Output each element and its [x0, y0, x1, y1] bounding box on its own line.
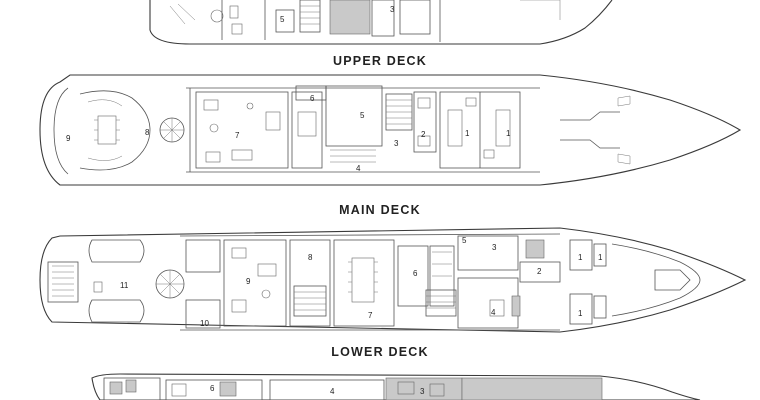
room-number: 8 — [145, 128, 150, 137]
upper-deck-plan: 9 8 7 6 5 2 3 1 1 4 — [39, 74, 742, 186]
room-number: 9 — [246, 277, 251, 286]
room-number: 6 — [413, 269, 418, 278]
room-number: 1 — [465, 129, 470, 138]
room-number: 5 — [280, 15, 285, 24]
upper-deck-label: UPPER DECK — [333, 54, 427, 68]
room-number: 5 — [462, 236, 467, 245]
room-number: 1 — [578, 309, 583, 318]
lower-deck-label: LOWER DECK — [331, 345, 429, 359]
room-number: 4 — [330, 387, 335, 396]
room-number: 7 — [235, 131, 240, 140]
room-number: 9 — [66, 134, 71, 143]
main-deck-plan: 11 9 10 8 7 6 5 3 2 1 4 1 1 — [39, 227, 747, 333]
room-number: 10 — [200, 319, 209, 328]
main-deck-label: MAIN DECK — [339, 203, 421, 217]
room-number: 8 — [308, 253, 313, 262]
room-number: 7 — [368, 311, 373, 320]
lower-deck-plan: 6 4 3 — [91, 373, 701, 400]
room-number: 3 — [390, 5, 395, 14]
room-number: 4 — [491, 308, 496, 317]
room-number: 4 — [356, 164, 361, 173]
room-number: 11 — [120, 281, 129, 290]
room-number: 6 — [310, 94, 315, 103]
room-number: 6 — [210, 384, 215, 393]
top-deck-plan: 5 3 — [149, 0, 613, 45]
room-number: 5 — [360, 111, 365, 120]
room-number: 3 — [420, 387, 425, 396]
room-number: 2 — [421, 130, 426, 139]
room-number: 3 — [492, 243, 497, 252]
room-number: 1 — [598, 253, 603, 262]
room-number: 3 — [394, 139, 399, 148]
room-number: 2 — [537, 267, 542, 276]
room-number: 1 — [578, 253, 583, 262]
room-number: 1 — [506, 129, 511, 138]
